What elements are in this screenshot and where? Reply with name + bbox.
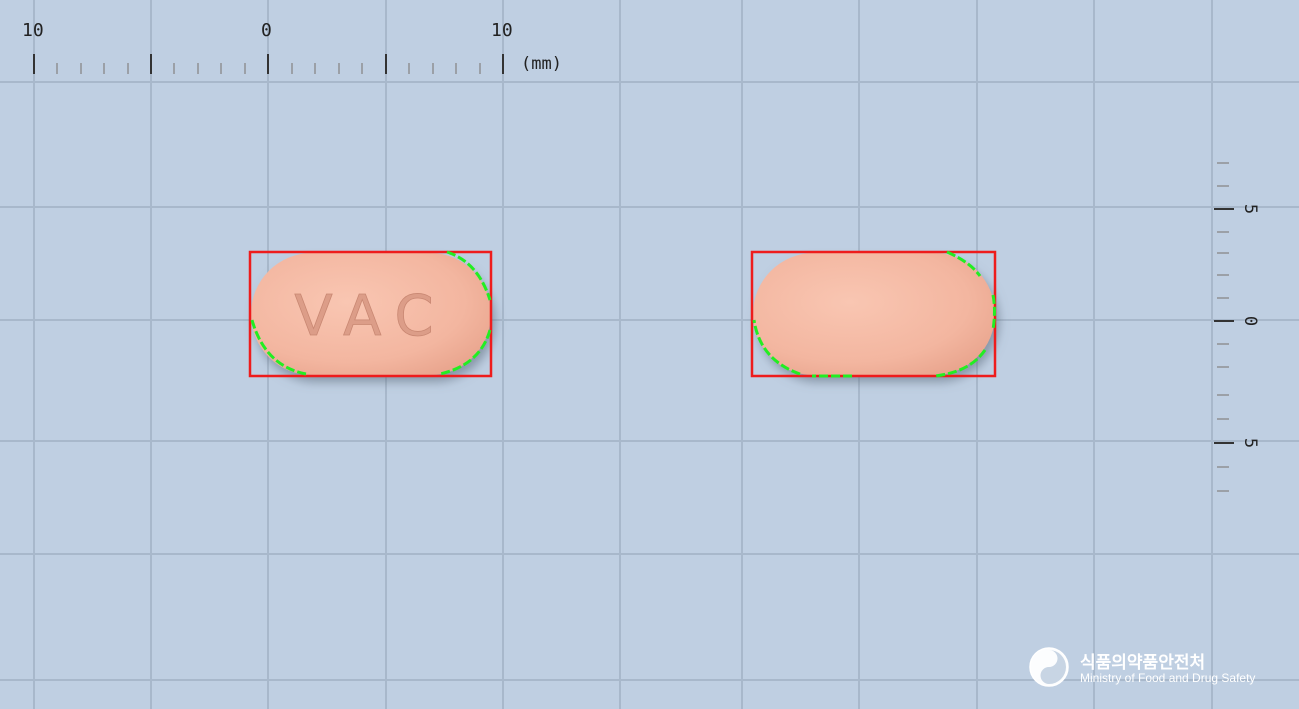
tablet-front-imprint: VAC bbox=[294, 284, 447, 349]
mfds-emblem-icon bbox=[1029, 647, 1069, 687]
top-ruler-unit: (mm) bbox=[521, 54, 562, 74]
mfds-logo: 식품의약품안전처 Ministry of Food and Drug Safet… bbox=[1028, 646, 1270, 694]
top-ruler-label-zero: 0 bbox=[261, 20, 272, 41]
tablet-front-bbox bbox=[248, 250, 493, 378]
top-ruler bbox=[33, 54, 504, 74]
tablet-front: VAC bbox=[248, 250, 493, 378]
logo-english-text: Ministry of Food and Drug Safety bbox=[1080, 671, 1256, 685]
right-ruler bbox=[1214, 208, 1234, 444]
tablet-back bbox=[750, 250, 997, 378]
right-ruler-label-top: 5 bbox=[1240, 203, 1260, 215]
top-ruler-label-right: 10 bbox=[491, 20, 513, 41]
top-ruler-label-left: 10 bbox=[22, 20, 44, 41]
right-ruler-label-bottom: 5 bbox=[1240, 437, 1260, 449]
logo-korean-text: 식품의약품안전처 bbox=[1080, 653, 1206, 673]
right-ruler-label-zero: 0 bbox=[1240, 315, 1260, 327]
